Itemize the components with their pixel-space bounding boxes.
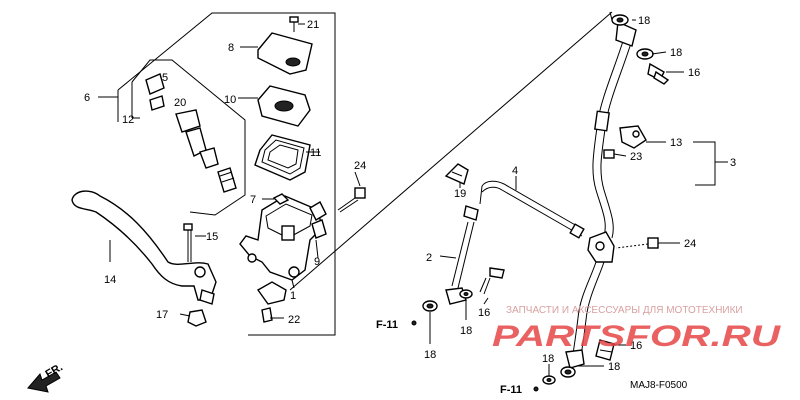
bracket-3 [693, 141, 716, 186]
ref-f11-lower: F-11 [500, 384, 522, 396]
upper-brake-hose [592, 20, 637, 239]
callout-22: 22 [288, 314, 300, 326]
washer-18f [542, 375, 556, 385]
brake-lever [71, 190, 217, 305]
callout-23: 23 [630, 151, 642, 163]
lower-brake-hose [565, 261, 605, 369]
seal-kit-box [131, 59, 246, 216]
bolt-24a [337, 187, 366, 213]
nut-17 [187, 309, 207, 327]
callout-4: 4 [512, 165, 518, 177]
diaphragm-plate [257, 85, 311, 127]
clip-7 [272, 193, 290, 205]
callout-18-left: 18 [424, 349, 436, 361]
washer-18b [636, 48, 654, 60]
diaphragm [254, 134, 311, 181]
callout-16-top: 16 [688, 67, 700, 79]
callout-3: 3 [730, 157, 736, 169]
callout-15: 15 [206, 231, 218, 243]
leader-lines [109, 19, 684, 376]
bolt-23 [603, 149, 615, 159]
watermark-caption: ЗАПЧАСТИ И АКСЕССУАРЫ ДЛЯ МОТОТЕХНИКИ [506, 305, 743, 316]
piston-boot [145, 73, 165, 111]
hose-leader-line [289, 11, 613, 291]
callout-12: 12 [122, 114, 134, 126]
ref-dot-b [533, 386, 539, 392]
bolt-24b [615, 237, 659, 249]
watermark: ЗАПЧАСТИ И АКСЕССУАРЫ ДЛЯ МОТОТЕХНИКИ PA… [492, 305, 782, 353]
callout-14: 14 [104, 274, 116, 286]
callout-10: 10 [224, 94, 236, 106]
brake-pipe [479, 180, 585, 239]
brake-switch [256, 281, 287, 323]
clip-19 [444, 163, 469, 185]
ref-f11-upper: F-11 [376, 319, 398, 331]
washer-18e [560, 366, 576, 378]
brake-hose-2 [445, 205, 479, 305]
washer-18a [611, 14, 629, 26]
callout-1: 1 [290, 290, 296, 302]
diagram-code: MAJ8-F0500 [630, 380, 688, 391]
callout-24-upper: 24 [354, 160, 366, 172]
callout-labels: 21 8 5 6 20 10 12 11 24 7 9 15 14 1 17 2… [44, 15, 737, 396]
banjo-bolt-16b [479, 267, 505, 295]
reservoir-cap [257, 32, 313, 75]
callout-17: 17 [156, 309, 168, 321]
hose-clamp [619, 125, 647, 149]
callout-18-bottom: 18 [608, 361, 620, 373]
callout-6: 6 [84, 92, 90, 104]
banjo-bolt-16a [647, 62, 670, 85]
callout-8: 8 [228, 42, 234, 54]
callout-24-lower: 24 [684, 238, 696, 250]
boot-9 [309, 201, 327, 239]
callout-19: 19 [454, 188, 466, 200]
washer-18c [422, 300, 438, 312]
master-cylinder-body [239, 195, 323, 281]
front-label: FR. [44, 361, 65, 380]
hose-joint [587, 231, 615, 263]
callout-21: 21 [307, 19, 319, 31]
watermark-brand: PARTSFOR.RU [492, 320, 782, 353]
master-cylinder-group-box [98, 12, 336, 336]
callout-18-middle: 18 [460, 325, 472, 337]
callout-9: 9 [314, 256, 320, 268]
callout-7: 7 [250, 194, 256, 206]
callout-11: 11 [310, 147, 321, 159]
callout-18-lower: 18 [542, 353, 554, 365]
screw-21 [289, 16, 299, 32]
washer-18d [459, 289, 473, 299]
banjo-bolt-16c [595, 339, 615, 361]
callout-18-top: 18 [638, 15, 650, 27]
callout-2: 2 [426, 252, 432, 264]
ref-dot-a [411, 320, 417, 326]
callout-16-middle: 16 [478, 307, 490, 319]
piston-assembly [175, 109, 237, 193]
callout-18-second: 18 [670, 47, 682, 59]
callout-20: 20 [174, 97, 186, 109]
callout-5: 5 [162, 72, 168, 84]
callout-13: 13 [670, 137, 682, 149]
pivot-bolt [183, 223, 193, 262]
front-arrow-icon [27, 371, 61, 393]
callout-16-lower: 16 [630, 340, 642, 352]
